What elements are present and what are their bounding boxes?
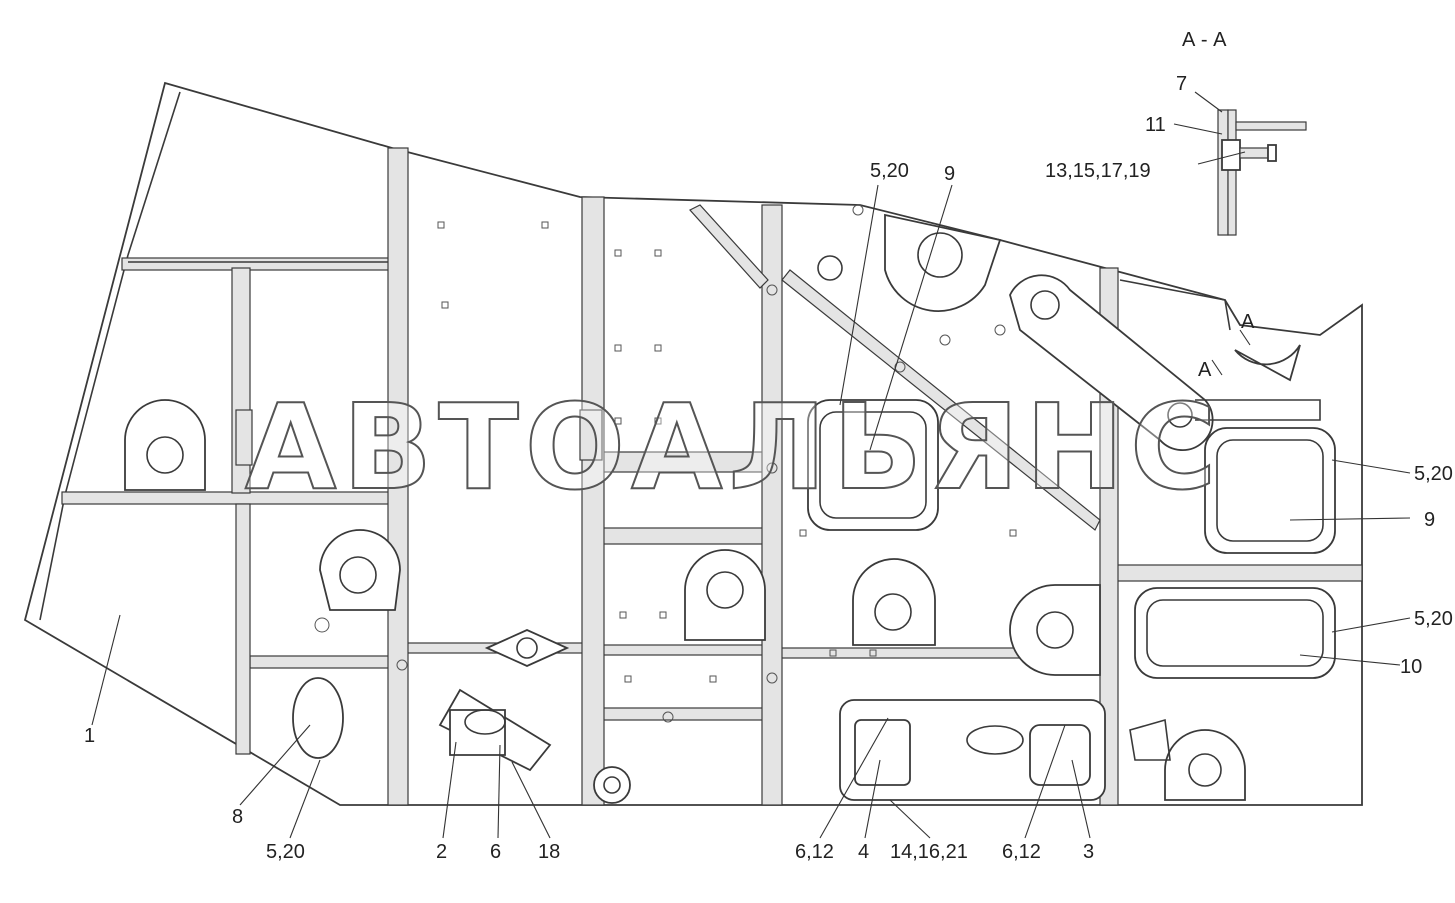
callout-6-12-left: 6,12 xyxy=(795,841,834,863)
section-cut-marks xyxy=(1211,329,1251,376)
callout-13-15-17-19: 13,15,17,19 xyxy=(1045,160,1151,182)
callout-5-20-right-lower: 5,20 xyxy=(1414,608,1453,630)
section-mark-upper: А xyxy=(1241,311,1255,333)
fastener-holes xyxy=(314,204,1017,723)
watermark-text: АВТОАЛЬЯНС xyxy=(245,378,1223,516)
callout-8: 8 xyxy=(232,806,243,828)
callout-5-20-top: 5,20 xyxy=(870,160,909,182)
callout-18: 18 xyxy=(538,841,560,863)
callout-5-20-bottom: 5,20 xyxy=(266,841,305,863)
diagonal-braces xyxy=(689,204,1231,531)
callout-3: 3 xyxy=(1083,841,1094,863)
section-title: А - А xyxy=(1182,29,1227,51)
callout-5-20-right-upper: 5,20 xyxy=(1414,463,1453,485)
section-detail xyxy=(1217,109,1307,236)
callout-1: 1 xyxy=(84,725,95,747)
leader-lines xyxy=(91,91,1411,839)
callout-10: 10 xyxy=(1400,656,1422,678)
callout-14-16-21: 14,16,21 xyxy=(890,841,968,863)
callout-11: 11 xyxy=(1145,114,1166,136)
bearing-brackets xyxy=(124,399,1246,804)
callout-6: 6 xyxy=(490,841,501,863)
callout-6-12-right: 6,12 xyxy=(1002,841,1041,863)
callout-9-top: 9 xyxy=(944,163,955,185)
upper-mechanism xyxy=(817,213,1321,451)
callout-9-right: 9 xyxy=(1424,509,1435,531)
callout-4: 4 xyxy=(858,841,869,863)
section-mark-lower: А xyxy=(1198,359,1212,381)
callout-labels: А - А А А 7 11 13,15,17,19 5,20 9 5,20 9… xyxy=(84,29,1453,863)
callout-7: 7 xyxy=(1176,73,1187,95)
callout-2: 2 xyxy=(436,841,447,863)
